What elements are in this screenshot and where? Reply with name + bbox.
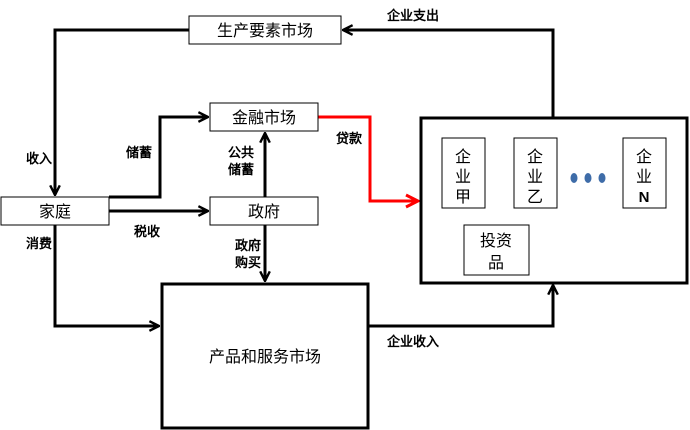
loans-flow-arrow xyxy=(318,115,418,201)
firm-n-char-2: 业 xyxy=(636,167,652,186)
investment-goods-label-2: 品 xyxy=(488,253,504,272)
firm-yi-char-1: 企 xyxy=(527,147,543,166)
firm-revenue-arrow xyxy=(368,285,553,328)
income-label: 收入 xyxy=(26,151,52,167)
savings-label: 储蓄 xyxy=(125,145,152,161)
consumption-label: 消费 xyxy=(26,236,52,252)
firm-jia-char-2: 业 xyxy=(455,167,471,186)
firm-n-node: 企 业 N xyxy=(622,137,667,209)
firm-yi-char-2: 业 xyxy=(527,167,543,186)
firm-revenue-label: 企业收入 xyxy=(386,334,439,350)
income-flow-arrow xyxy=(55,28,189,195)
firm-yi-node: 企 业 乙 xyxy=(513,137,558,209)
gov-purchases-label-1: 政府 xyxy=(235,238,261,254)
firm-jia-node: 企 业 甲 xyxy=(441,137,486,209)
public-savings-label-2: 储蓄 xyxy=(227,162,254,178)
firm-expenditure-label: 企业支出 xyxy=(386,8,439,24)
financial-market-node: 金融市场 xyxy=(209,102,319,132)
ellipsis-dots-icon xyxy=(570,173,606,183)
goods-market-node: 产品和服务市场 xyxy=(160,282,370,430)
firm-yi-char-3: 乙 xyxy=(527,187,543,206)
firm-expenditure-arrow xyxy=(343,30,555,117)
gov-purchases-label-2: 购买 xyxy=(235,255,261,271)
firm-n-char-3: N xyxy=(639,189,650,206)
factor-market-node: 生产要素市场 xyxy=(188,15,342,45)
goods-market-label: 产品和服务市场 xyxy=(209,347,321,366)
investment-goods-node: 投资 品 xyxy=(463,224,530,276)
consumption-flow-arrow xyxy=(53,225,159,326)
firm-jia-char-3: 甲 xyxy=(455,187,471,206)
household-node: 家庭 xyxy=(0,196,110,226)
factor-market-label: 生产要素市场 xyxy=(217,21,313,40)
household-label: 家庭 xyxy=(39,202,71,221)
investment-goods-label-1: 投资 xyxy=(480,231,512,250)
government-label: 政府 xyxy=(248,202,280,221)
savings-flow-arrow xyxy=(109,117,208,199)
taxes-label: 税收 xyxy=(134,224,161,240)
government-node: 政府 xyxy=(209,196,319,226)
firm-n-char-1: 企 xyxy=(636,147,652,166)
firm-jia-char-1: 企 xyxy=(455,147,471,166)
financial-market-label: 金融市场 xyxy=(232,108,296,127)
loans-label: 贷款 xyxy=(336,131,363,147)
public-savings-label-1: 公共 xyxy=(228,145,254,161)
firms-container: 企 业 甲 企 业 乙 企 业 N 投资 品 xyxy=(419,116,689,285)
